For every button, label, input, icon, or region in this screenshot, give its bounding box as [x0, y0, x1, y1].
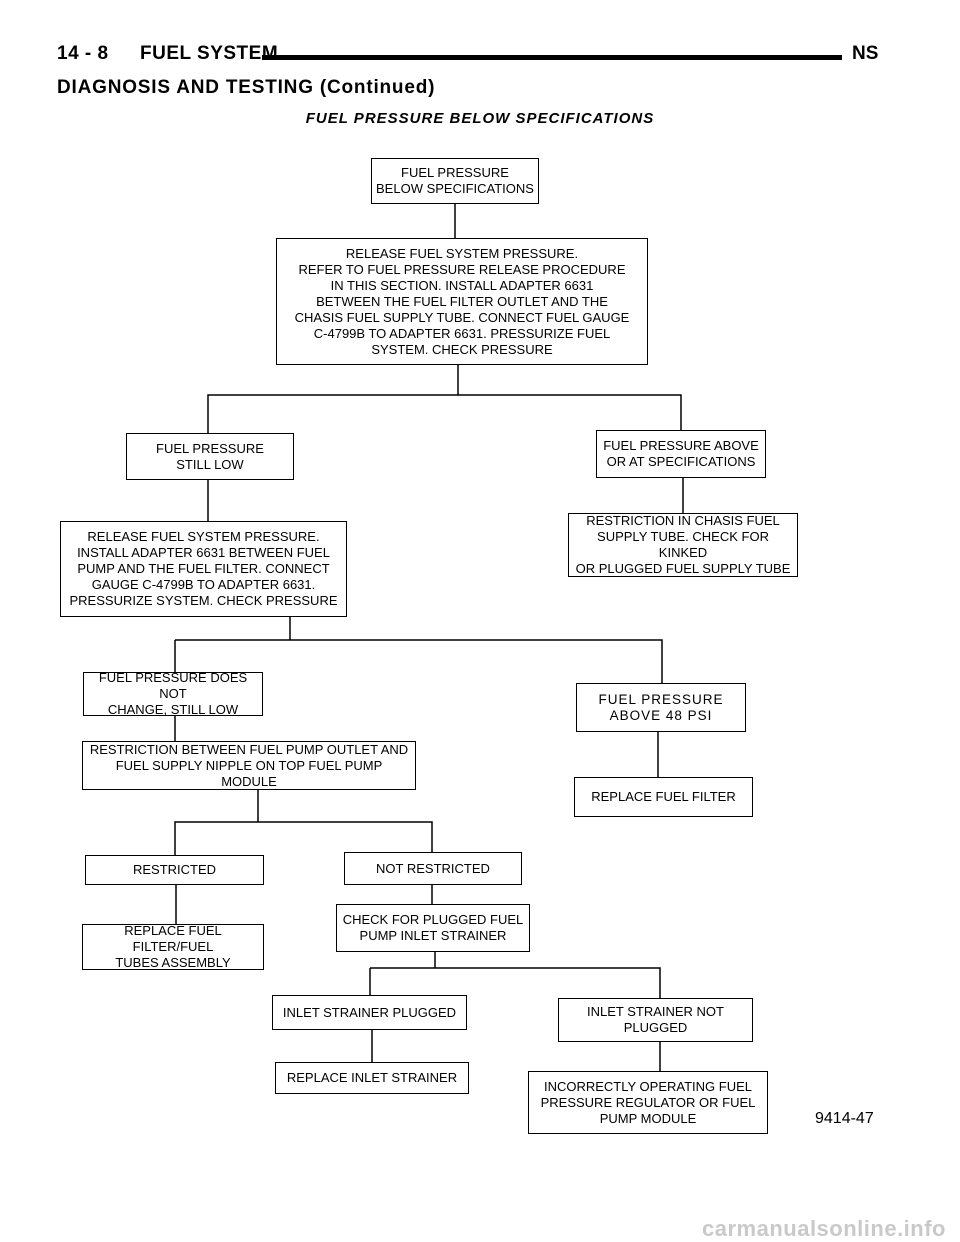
figure-code: 9414-47 — [815, 1110, 874, 1127]
box-inlet-strainer-not-plugged: INLET STRAINER NOT PLUGGED — [558, 998, 753, 1042]
figure-title: FUEL PRESSURE BELOW SPECIFICATIONS — [305, 110, 655, 127]
box-inlet-strainer-plugged: INLET STRAINER PLUGGED — [272, 995, 467, 1030]
page-subtitle: DIAGNOSIS AND TESTING (Continued) — [57, 77, 436, 98]
box-fuel-pressure-below-specs: FUEL PRESSURE BELOW SPECIFICATIONS — [371, 158, 539, 204]
box-replace-inlet-strainer: REPLACE INLET STRAINER — [275, 1062, 469, 1094]
box-fuel-pressure-still-low: FUEL PRESSURE STILL LOW — [126, 433, 294, 480]
box-fuel-pressure-above-or-at-specs: FUEL PRESSURE ABOVE OR AT SPECIFICATIONS — [596, 430, 766, 478]
box-replace-filter-tubes-assembly: REPLACE FUEL FILTER/FUEL TUBES ASSEMBLY — [82, 923, 264, 970]
box-incorrect-regulator-or-pump-module: INCORRECTLY OPERATING FUEL PRESSURE REGU… — [528, 1071, 768, 1134]
box-restricted: RESTRICTED — [85, 855, 264, 885]
box-release-pressure-install-adapter-pump: RELEASE FUEL SYSTEM PRESSURE. INSTALL AD… — [60, 521, 347, 617]
model-code: NS — [852, 43, 879, 64]
section-title: FUEL SYSTEM — [140, 43, 279, 64]
page-number: 14 - 8 — [57, 43, 109, 64]
box-not-restricted: NOT RESTRICTED — [344, 852, 522, 885]
box-restriction-chasis-supply-tube: RESTRICTION IN CHASIS FUEL SUPPLY TUBE. … — [568, 513, 798, 577]
box-pressure-does-not-change: FUEL PRESSURE DOES NOT CHANGE, STILL LOW — [83, 670, 263, 717]
box-replace-fuel-filter: REPLACE FUEL FILTER — [574, 777, 753, 817]
box-fuel-pressure-above-48-psi: FUEL PRESSURE ABOVE 48 PSI — [576, 683, 746, 732]
header-rule — [262, 55, 842, 60]
box-restriction-pump-outlet-supply-nipple: RESTRICTION BETWEEN FUEL PUMP OUTLET AND… — [82, 741, 416, 790]
footer-watermark: carmanualsonline.info — [702, 1216, 946, 1241]
box-release-pressure-install-adapter-filter-outlet: RELEASE FUEL SYSTEM PRESSURE. REFER TO F… — [276, 238, 648, 365]
box-check-plugged-inlet-strainer: CHECK FOR PLUGGED FUEL PUMP INLET STRAIN… — [336, 904, 530, 952]
